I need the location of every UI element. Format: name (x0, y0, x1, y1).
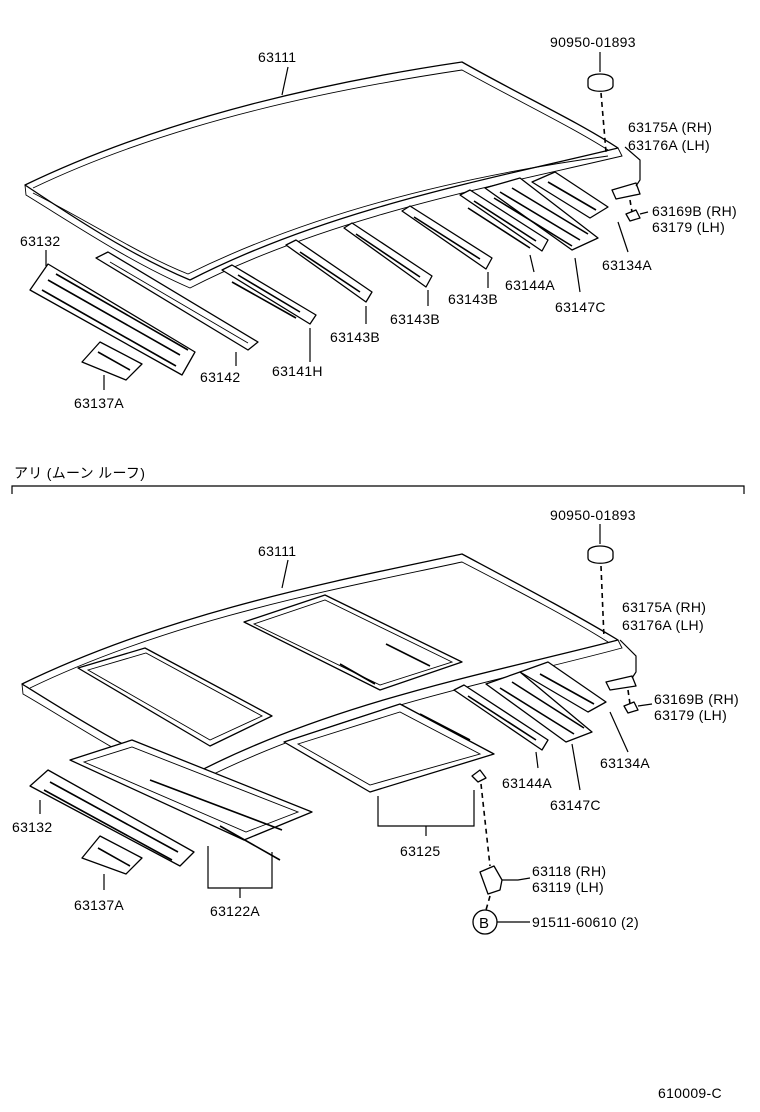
roof-bow-63143b-3 (401, 205, 493, 270)
label-bow-141h: 63141H (272, 363, 323, 379)
label-bracket-lh: 63176A (LH) (628, 137, 710, 153)
label-bow-144a: 63144A (505, 277, 555, 293)
bottom-assembly: アリ (ムーン ルーフ) (11, 465, 745, 935)
roof-bow-63143b-2 (343, 222, 433, 288)
label-bow-143b-1: 63143B (330, 329, 380, 345)
label-clip-rh-b: 63169B (RH) (654, 691, 739, 707)
rear-rail-63147c-b (485, 671, 593, 743)
label-rear-reinf-a-b: 63134A (600, 755, 650, 771)
label-rear-reinf-a: 63134A (602, 257, 652, 273)
label-front-header: 63132 (20, 233, 60, 249)
label-front-header-b: 63132 (12, 819, 52, 835)
top-leader-lines (45, 52, 649, 390)
label-hole-plug: 90950-01893 (550, 34, 636, 50)
roof-bow-63144a (459, 189, 549, 252)
label-bracket-rh-b: 63175A (RH) (622, 599, 706, 615)
label-clip-rh: 63169B (RH) (652, 203, 737, 219)
label-bow-143b-2: 63143B (390, 311, 440, 327)
callout-b: B (472, 909, 530, 935)
front-bow-63142 (95, 251, 259, 351)
label-rear-frame: 63125 (400, 843, 440, 859)
label-bow-143b-3: 63143B (448, 291, 498, 307)
roof-panel (24, 61, 623, 289)
label-bolt: 91511-60610 (2) (532, 914, 639, 930)
label-clip-lh-b: 63179 (LH) (654, 707, 727, 723)
label-clip-lh: 63179 (LH) (652, 219, 725, 235)
side-bracket-63175a (611, 182, 641, 222)
section-header: アリ (ムーン ルーフ) (14, 465, 145, 481)
hole-plug (587, 73, 614, 153)
bracket-63118 (471, 769, 503, 911)
section-bracket-line (11, 485, 745, 494)
diagram-code: 610009-C (658, 1085, 722, 1101)
rear-reinforcement-63134a (531, 171, 609, 219)
label-bracket-lh-b: 63176A (LH) (622, 617, 704, 633)
side-bracket-63175a-b (605, 675, 639, 714)
rear-reinforcement-63134a-b (519, 661, 607, 713)
roof-bow-63144a-b (453, 684, 549, 751)
roof-panel-moonroof (21, 553, 623, 787)
callout-letter: B (479, 915, 489, 932)
label-bracket-rh: 63175A (RH) (628, 119, 712, 135)
roof-bow-63141h (221, 264, 317, 325)
label-front-bracket: 63137A (74, 395, 124, 411)
label-front-bow: 63142 (200, 369, 240, 385)
label-roof-panel-b: 63111 (258, 543, 296, 559)
bottom-leader-lines (39, 524, 653, 898)
rear-frame-63125 (283, 703, 495, 793)
roof-bow-63143b-1 (285, 239, 373, 303)
label-bracket-118: 63118 (RH) (532, 863, 606, 879)
front-header-63132 (29, 263, 196, 376)
label-front-bracket-b: 63137A (74, 897, 124, 913)
rear-rail-63147c (484, 177, 599, 251)
label-front-frame: 63122A (210, 903, 260, 919)
label-bow-144a-b: 63144A (502, 775, 552, 791)
label-rear-rail-b: 63147C (550, 797, 601, 813)
front-bracket-63137a-b (81, 835, 143, 875)
front-frame-63122a (69, 739, 313, 861)
label-rear-rail: 63147C (555, 299, 606, 315)
front-header-63132-b (29, 769, 195, 867)
label-hole-plug-b: 90950-01893 (550, 507, 636, 523)
label-bracket-119: 63119 (LH) (532, 879, 604, 895)
label-roof-panel: 63111 (258, 49, 296, 65)
hole-plug-b (587, 545, 614, 639)
top-assembly: 63111 90950-01893 63175A (RH) 63176A (LH… (20, 34, 737, 411)
front-bracket-63137a (81, 341, 143, 381)
